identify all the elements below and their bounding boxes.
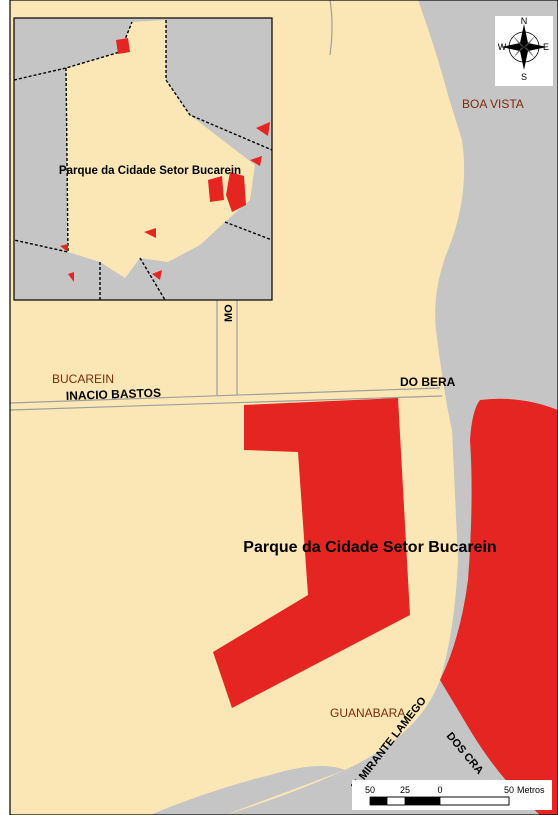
scale-tick-label: 50 bbox=[365, 785, 375, 795]
inset-boundary-south bbox=[99, 257, 166, 301]
scale-tick-label: 25 bbox=[400, 785, 410, 795]
scale-tick-label: 50 bbox=[504, 785, 514, 795]
scale-bar: 50 25 0 50 Metros bbox=[352, 780, 552, 810]
compass-label-w: W bbox=[498, 42, 507, 52]
inset-label-park: Parque da Cidade Setor Bucarein bbox=[59, 165, 241, 177]
label-park-main: Parque da Cidade Setor Bucarein bbox=[243, 539, 496, 556]
street-inacio-bastos-edge bbox=[9, 395, 443, 411]
inset-frame bbox=[13, 17, 273, 301]
inset-red-parcel bbox=[152, 270, 162, 280]
compass-label-s: S bbox=[521, 72, 527, 82]
label-inacio-bastos: INACIO BASTOS bbox=[66, 386, 162, 403]
label-bucarein: BUCAREIN bbox=[52, 372, 114, 386]
inset-boundary-east bbox=[224, 221, 273, 241]
scale-segment-light bbox=[439, 796, 510, 806]
inset-red-parcel bbox=[60, 244, 68, 252]
park-polygon-main bbox=[213, 398, 410, 708]
compass-label-n: N bbox=[521, 16, 528, 26]
park-polygon-river bbox=[440, 398, 558, 815]
label-guanabara: GUANABARA bbox=[330, 706, 405, 720]
inset-boundary-northeast bbox=[165, 20, 273, 151]
inset-red-parcel bbox=[144, 228, 156, 238]
label-do-bera: DO BERA bbox=[400, 375, 456, 389]
inset-red-parcel bbox=[256, 122, 270, 136]
inset-park-area bbox=[66, 20, 255, 278]
scale-unit-label: Metros bbox=[517, 785, 545, 795]
label-mo: MO bbox=[223, 304, 235, 322]
street-top bbox=[329, 0, 333, 56]
inset-red-parcel bbox=[250, 156, 262, 166]
inset-boundary-north bbox=[13, 21, 133, 81]
inset-boundary-west bbox=[13, 67, 69, 253]
inset-red-parcel bbox=[226, 172, 246, 212]
inset-red-parcel bbox=[208, 176, 224, 202]
map-border bbox=[9, 0, 558, 815]
compass-label-e: E bbox=[543, 42, 549, 52]
river-water-lower bbox=[150, 766, 345, 815]
street-inacio-bastos bbox=[9, 387, 441, 404]
inset-map: Parque da Cidade Setor Bucarein bbox=[13, 17, 273, 301]
scale-tick-label: 0 bbox=[437, 785, 442, 795]
scale-segment-dark bbox=[405, 797, 440, 805]
scale-segment-dark bbox=[370, 797, 387, 805]
inset-red-parcel bbox=[68, 272, 74, 282]
compass-rose-icon: N S E W bbox=[495, 16, 553, 86]
scale-segment-light bbox=[386, 796, 406, 806]
inset-red-parcel bbox=[116, 38, 130, 54]
label-boa-vista: BOA VISTA bbox=[462, 97, 524, 111]
